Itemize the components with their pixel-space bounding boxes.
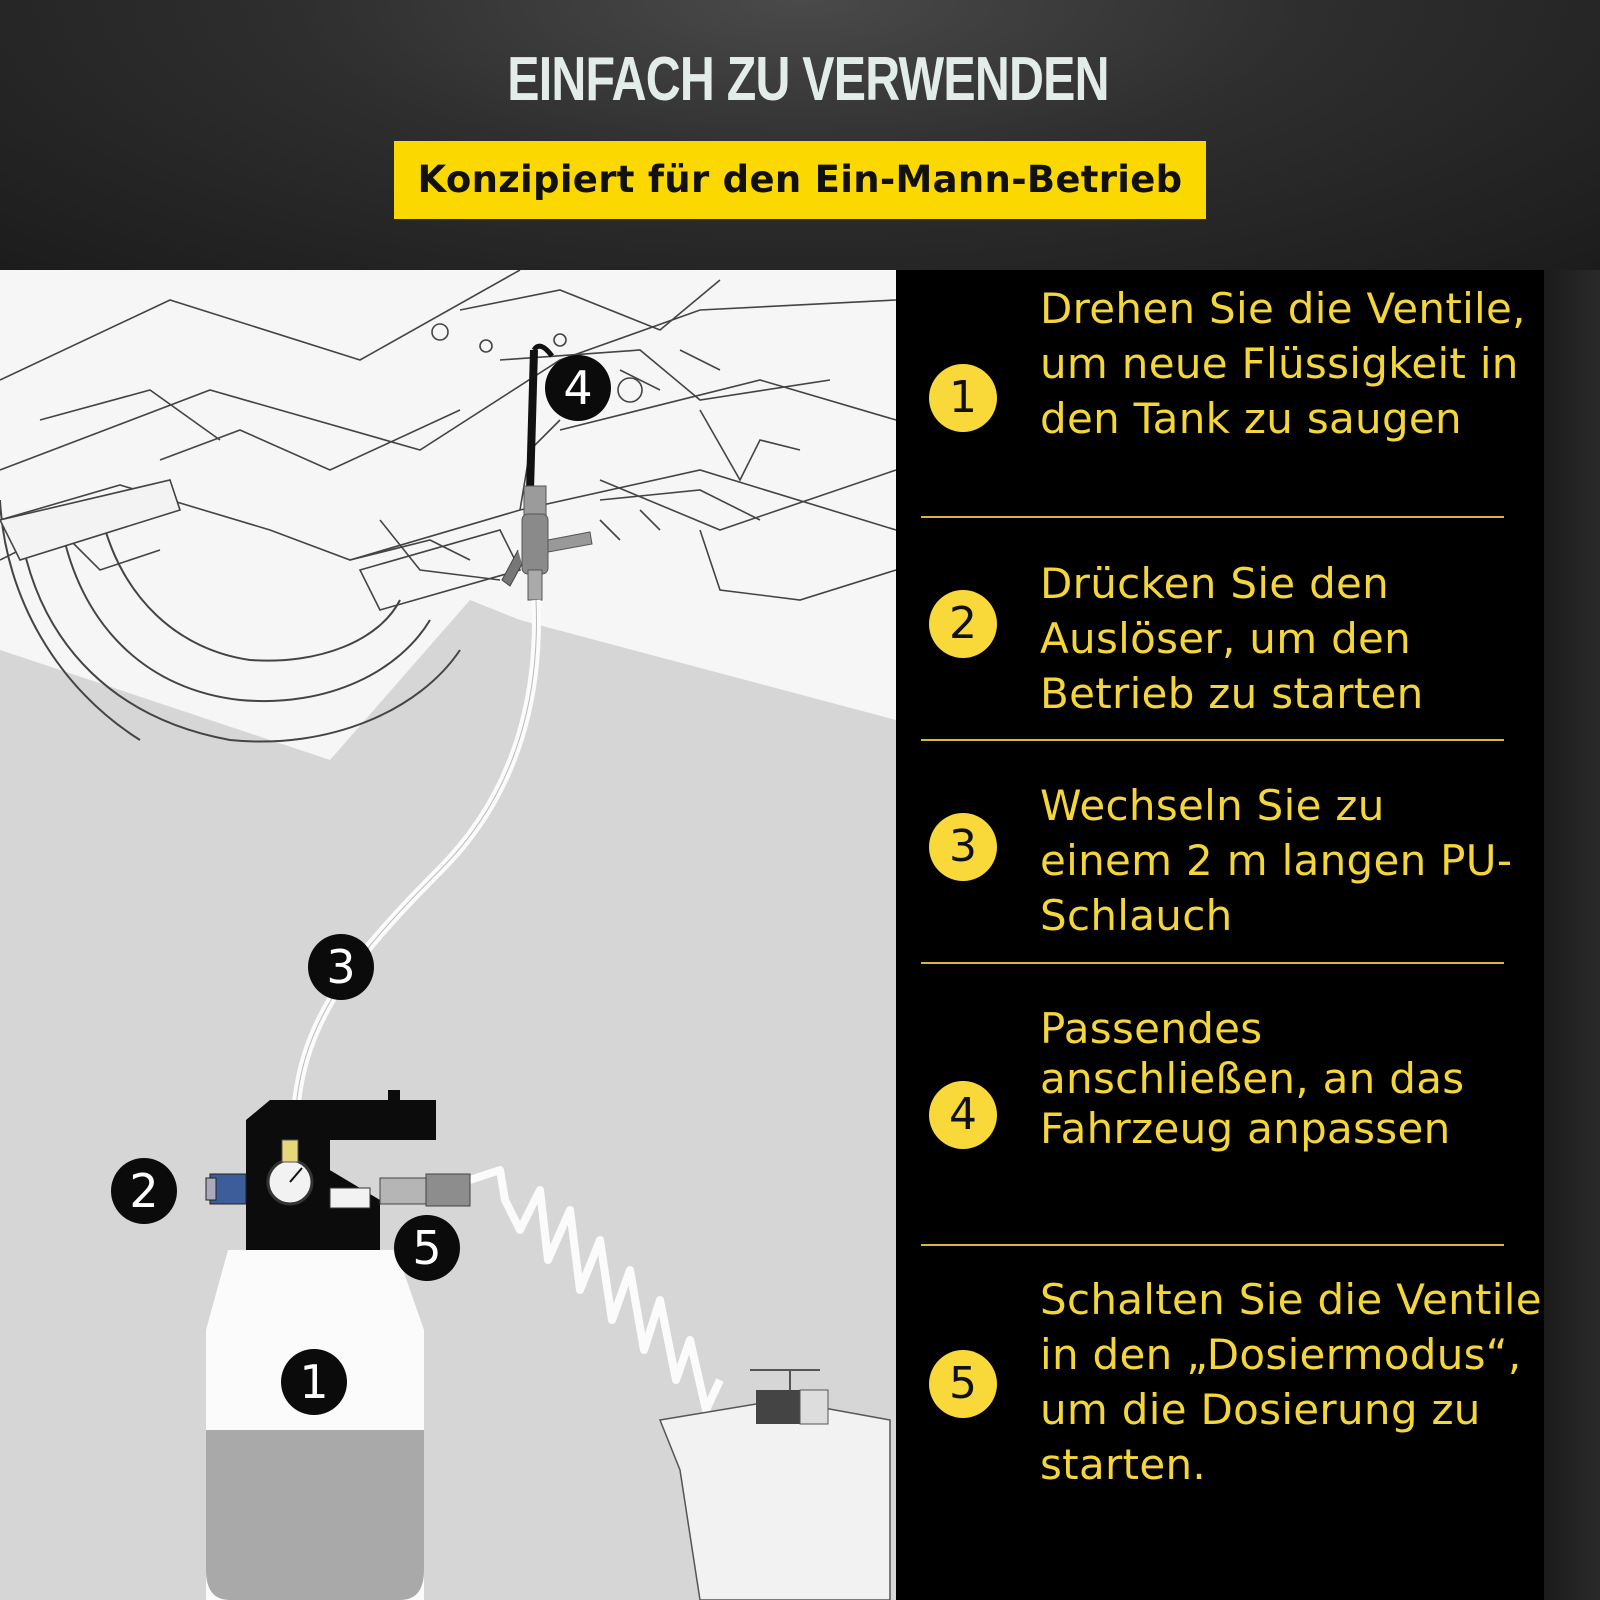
step-5-number: 5: [929, 1350, 997, 1418]
vehicle-and-tool-drawing: [0, 270, 896, 1600]
callout-1: 1: [281, 1349, 347, 1415]
step-2-text: Drücken Sie den Auslöser, um den Betrieb…: [1040, 559, 1424, 718]
step-2-number: 2: [929, 590, 997, 658]
step-3-text: Wechseln Sie zu einem 2 m langen PU-Schl…: [1040, 781, 1513, 940]
right-edge: [1544, 270, 1600, 1600]
callout-3: 3: [308, 934, 374, 1000]
callout-5: 5: [394, 1215, 460, 1281]
step-divider: [921, 516, 1504, 518]
callout-4: 4: [545, 355, 611, 421]
steps-panel: [896, 270, 1544, 1600]
step-divider: [921, 1244, 1504, 1246]
step-1-text: Drehen Sie die Ventile, um neue Flüssigk…: [1040, 284, 1526, 443]
step-5-text: Schalten Sie die Ventile in den „Dosierm…: [1040, 1275, 1542, 1489]
top-banner: [0, 0, 1600, 270]
step-divider: [921, 739, 1504, 741]
step-4-text: Passendes anschließen, an das Fahrzeug a…: [1040, 1004, 1465, 1153]
callout-2: 2: [111, 1158, 177, 1224]
headline: EINFACH ZU VERWENDEN: [507, 45, 1109, 114]
subheadline-banner: Konzipiert für den Ein-Mann-Betrieb: [394, 141, 1206, 219]
step-1-number: 1: [929, 364, 997, 432]
usage-illustration: 1 2 3 4 5: [0, 270, 896, 1600]
step-3-number: 3: [929, 813, 997, 881]
step-4-number: 4: [929, 1081, 997, 1149]
step-divider: [921, 962, 1504, 964]
